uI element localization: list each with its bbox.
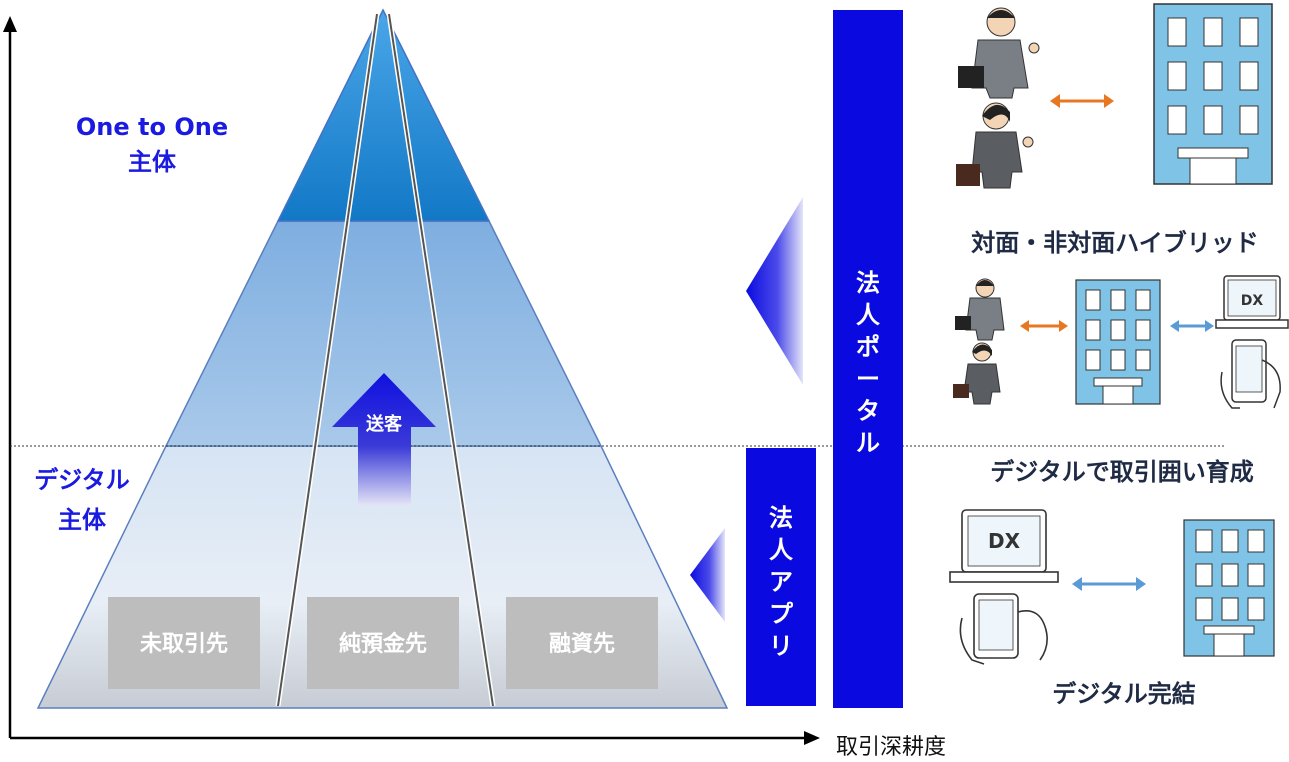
- svg-text:法: 法: [769, 504, 793, 532]
- salesman-icon: [958, 7, 1040, 99]
- laptop-dx-small-icon: DX: [1215, 275, 1289, 329]
- laptop-dx-icon: DX: [949, 509, 1059, 583]
- referral-arrow: 送客: [332, 373, 436, 506]
- light-blue-double-arrow-icon: [1072, 577, 1146, 591]
- svg-text:ア: ア: [769, 568, 793, 596]
- y-axis: [3, 16, 17, 738]
- hybrid-caption: 対面・非対面ハイブリッド: [971, 229, 1259, 257]
- svg-text:プ: プ: [769, 600, 794, 628]
- svg-text:ー: ー: [856, 365, 880, 393]
- saleswoman-small-icon: [953, 342, 1001, 405]
- pyramid-vertical-dividers: [275, 13, 496, 707]
- salesman-small-icon: [955, 278, 1005, 341]
- svg-text:ル: ル: [856, 429, 880, 457]
- corporate-app-bar: 法 人 ア プ リ: [746, 448, 816, 706]
- orange-double-arrow-icon: [1050, 94, 1114, 108]
- corporate-portal-bar: 法 人 ポ ー タ ル: [833, 10, 903, 708]
- portal-coverage-wedge: [746, 197, 803, 385]
- office-building-medium-icon: [1183, 519, 1275, 657]
- svg-text:DX: DX: [1241, 293, 1264, 309]
- office-building-small-icon: [1075, 279, 1161, 405]
- svg-text:法: 法: [856, 269, 880, 297]
- orange-double-arrow-small-icon: [1020, 320, 1068, 332]
- digital-label: デジタル: [34, 466, 130, 494]
- saleswoman-icon: [956, 102, 1034, 189]
- one-to-one-label: One to One: [76, 113, 228, 141]
- svg-text:タ: タ: [856, 397, 880, 425]
- svg-text:人: 人: [856, 301, 880, 329]
- segment-box-loan: 融資先: [506, 597, 658, 689]
- x-axis: [10, 731, 820, 745]
- digital-growth-caption: デジタルで取引囲い育成: [990, 458, 1254, 486]
- app-coverage-wedge: [690, 528, 725, 622]
- digital-subject-label: 主体: [58, 506, 107, 534]
- digital-complete-caption: デジタル完結: [1052, 680, 1196, 708]
- segment-box-non-client: 未取引先: [108, 597, 260, 689]
- svg-text:リ: リ: [769, 632, 793, 660]
- segment-box-deposit-only: 純預金先: [307, 597, 459, 689]
- smartphone-hand-icon: [959, 593, 1048, 665]
- x-axis-label: 取引深耕度: [836, 735, 946, 760]
- one-to-one-subject-label: 主体: [128, 148, 177, 176]
- smartphone-hand-small-icon: [1220, 339, 1281, 409]
- svg-text:未取引先: 未取引先: [140, 632, 228, 657]
- referral-arrow-label: 送客: [365, 413, 403, 435]
- svg-text:融資先: 融資先: [549, 631, 615, 657]
- svg-text:人: 人: [769, 536, 793, 564]
- svg-text:DX: DX: [988, 529, 1021, 553]
- svg-text:ポ: ポ: [856, 333, 880, 361]
- pyramid-top-layer: [276, 8, 491, 222]
- svg-text:純預金先: 純預金先: [339, 631, 427, 657]
- office-building-icon: [1153, 3, 1273, 185]
- light-blue-double-arrow-small-icon: [1170, 320, 1214, 332]
